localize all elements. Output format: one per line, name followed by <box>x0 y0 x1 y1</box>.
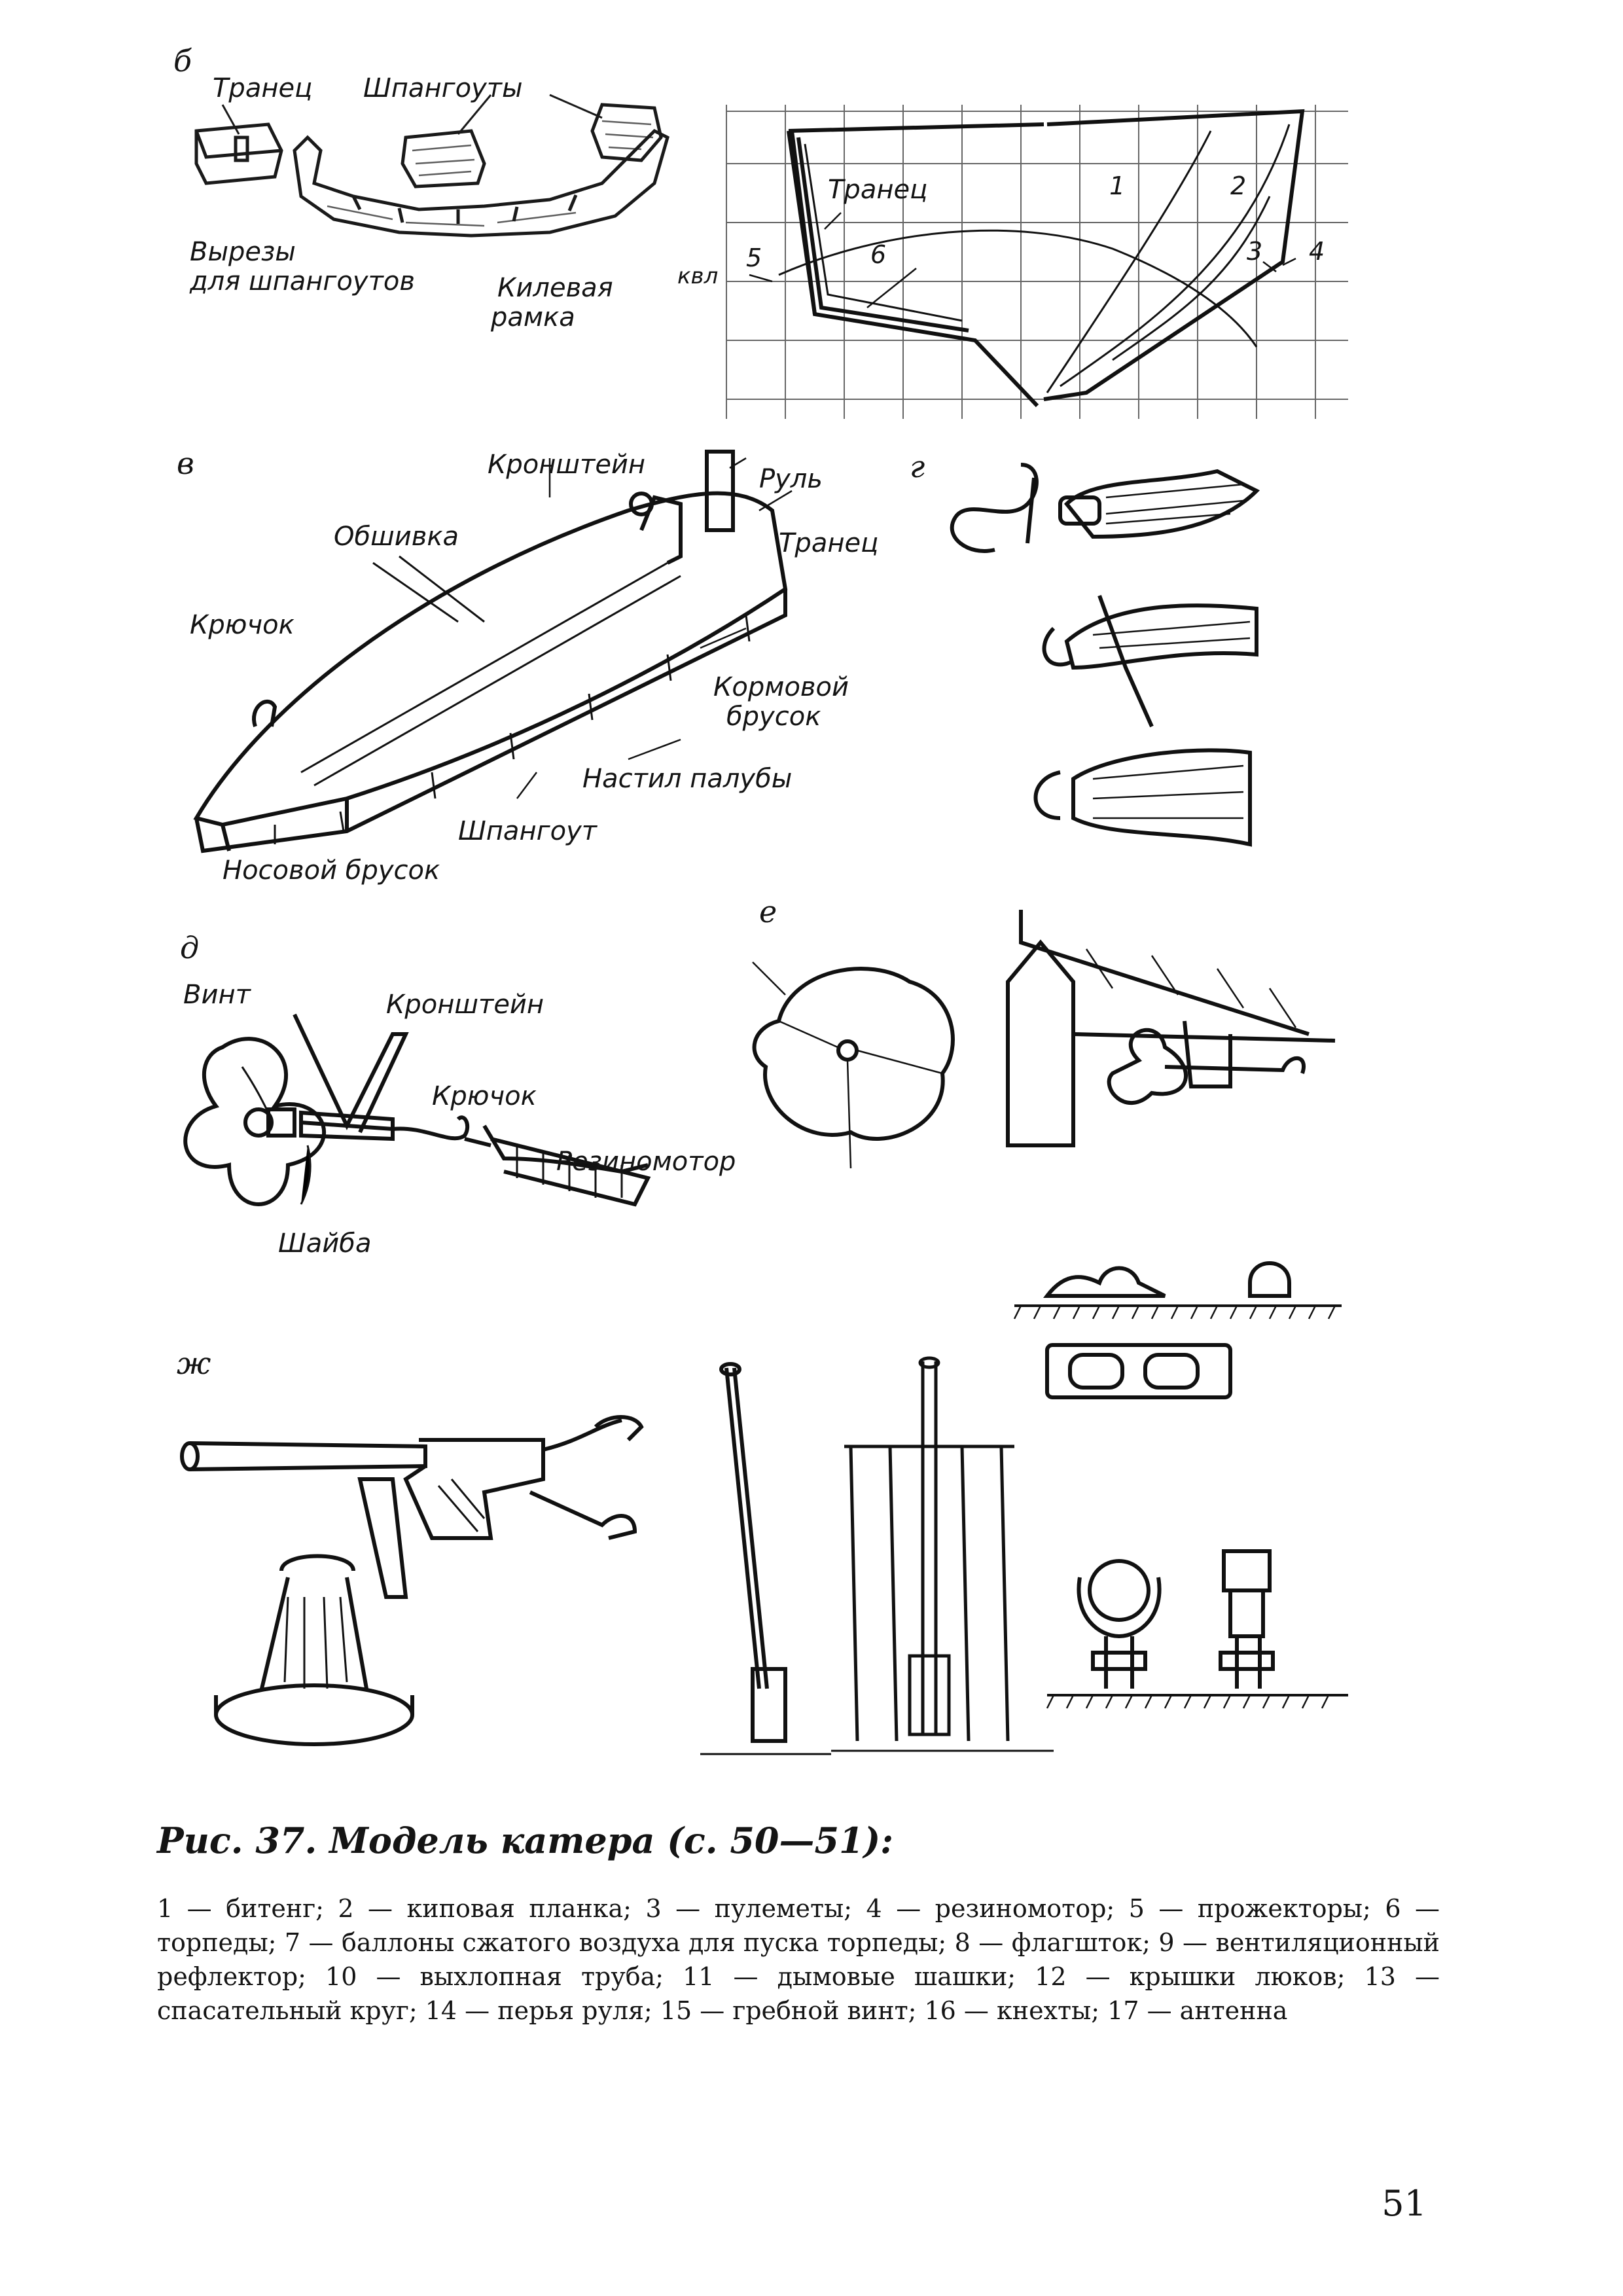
label-transom-v: Транец <box>779 528 879 558</box>
line-number-1: 1 <box>1109 171 1126 200</box>
figure-caption: Рис. 37. Модель катера (с. 50—51): <box>157 1820 894 1861</box>
label-cutouts-2: для шпангоутов <box>190 266 415 296</box>
label-deck: Настил палубы <box>582 764 793 794</box>
label-stern-block-1: Кормовой <box>713 672 849 702</box>
section-label-b: б <box>173 43 192 79</box>
label-rubber-motor: Резиномотор <box>556 1147 736 1177</box>
label-kvl: квл <box>677 263 719 289</box>
flagstaff-illustration <box>700 1362 831 1755</box>
label-screw: Винт <box>183 980 251 1010</box>
rubber-loop-illustration <box>950 463 1260 847</box>
bitts-and-hatch-illustration <box>1013 1261 1342 1399</box>
hull-assembly-illustration <box>193 450 793 853</box>
label-transom-b: Транец <box>213 73 313 103</box>
label-frames: Шпангоуты <box>363 73 523 103</box>
section-label-g: г <box>910 449 925 484</box>
page-number: 51 <box>1382 2183 1427 2224</box>
line-number-3: 3 <box>1247 237 1263 266</box>
label-bracket-d: Кронштейн <box>386 990 544 1020</box>
lifebuoy-illustration <box>752 961 955 1169</box>
label-rudder: Руль <box>759 464 823 494</box>
figure-legend: 1 — битенг; 2 — киповая планка; 3 — пуле… <box>157 1894 1440 2025</box>
section-label-e: е <box>759 894 777 929</box>
label-washer: Шайба <box>278 1229 372 1259</box>
label-bow-block: Носовой брусок <box>223 855 440 886</box>
label-transom-grid: Транец <box>828 175 928 205</box>
line-number-2: 2 <box>1230 171 1247 200</box>
label-cutouts-1: Вырезы <box>190 237 296 267</box>
hull-fitting-illustration <box>1006 910 1336 1147</box>
section-label-v: в <box>177 446 194 481</box>
searchlight-and-bitt-illustration <box>1046 1549 1348 1709</box>
label-frame: Шпангоут <box>458 816 597 846</box>
section-label-zh: ж <box>177 1346 211 1381</box>
section-label-d: д <box>180 930 200 965</box>
hull-lines-drawing <box>726 105 1348 419</box>
label-hook-d: Крючок <box>432 1081 537 1111</box>
label-bracket-v: Кронштейн <box>488 450 646 480</box>
keel-frame-illustration <box>194 94 669 238</box>
line-number-6: 6 <box>870 240 887 269</box>
label-stern-block-2: брусок <box>726 702 821 732</box>
label-hook-v: Крючок <box>190 610 294 640</box>
propeller-assembly-illustration <box>183 1013 651 1207</box>
label-keel-2: рамка <box>491 302 575 332</box>
machine-gun-illustration <box>180 1415 644 1746</box>
antenna-mast-illustration <box>831 1356 1054 1752</box>
label-planking: Обшивка <box>334 522 459 552</box>
label-keel-1: Килевая <box>497 273 613 303</box>
line-number-5: 5 <box>746 243 762 272</box>
line-number-4: 4 <box>1309 237 1325 266</box>
